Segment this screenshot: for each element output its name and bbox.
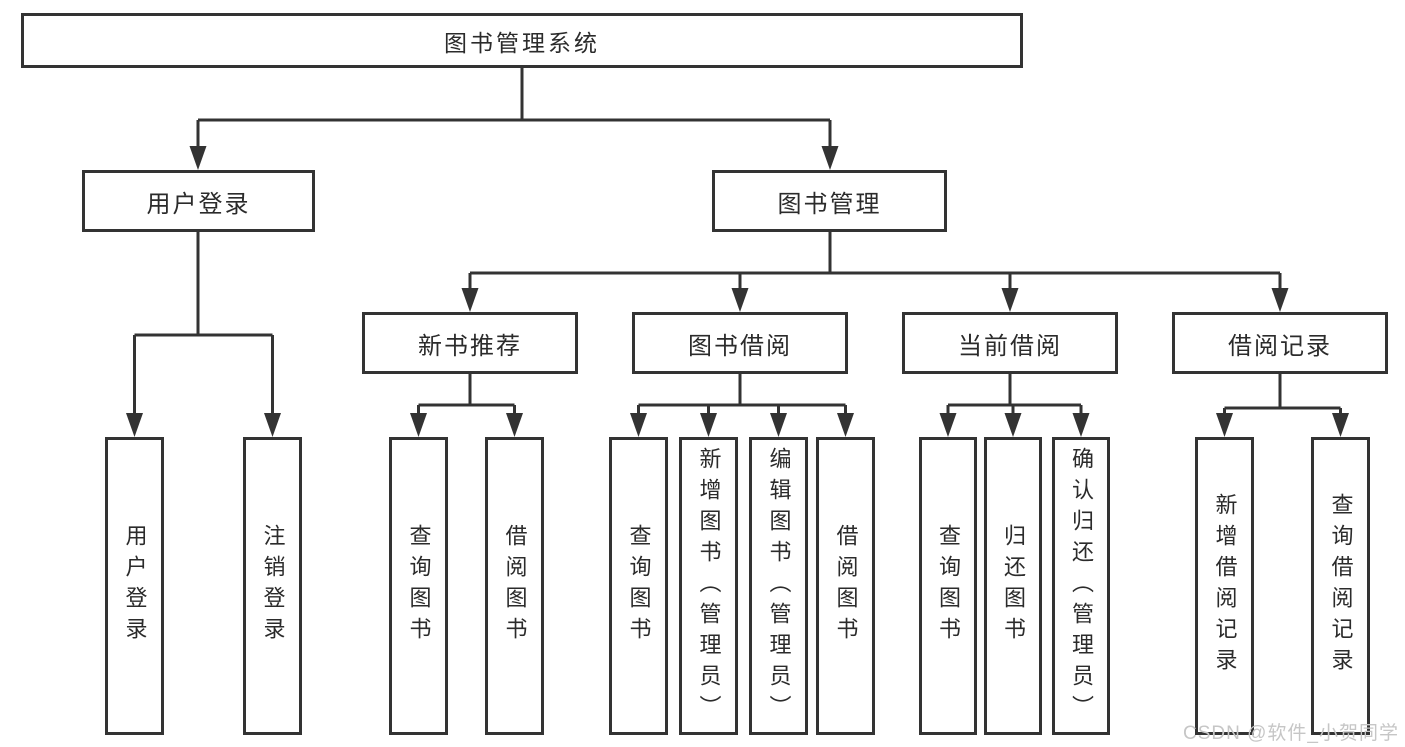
leaf-query-books-recommend: 查询图书 bbox=[389, 437, 448, 735]
node-current-borrowing: 当前借阅 bbox=[902, 312, 1118, 374]
leaf-borrow-books-recommend: 借阅图书 bbox=[485, 437, 544, 735]
leaf-logout: 注销登录 bbox=[243, 437, 302, 735]
csdn-watermark: CSDN @软件_小贺同学 bbox=[1183, 723, 1399, 744]
node-book-borrowing: 图书借阅 bbox=[632, 312, 848, 374]
node-borrowing-records: 借阅记录 bbox=[1172, 312, 1388, 374]
leaf-user-login: 用户登录 bbox=[105, 437, 164, 735]
node-label: 当前借阅 bbox=[958, 332, 1062, 360]
arrowheads bbox=[126, 146, 1349, 437]
leaf-add-books-admin: 新增图书（管理员） bbox=[679, 437, 738, 735]
node-label: 注销登录 bbox=[260, 524, 286, 648]
node-label: 图书管理系统 bbox=[444, 29, 600, 56]
node-label: 借阅记录 bbox=[1228, 332, 1332, 360]
leaf-add-borrow-record: 新增借阅记录 bbox=[1195, 437, 1254, 735]
node-label: 查询图书 bbox=[936, 524, 961, 648]
leaf-confirm-return-admin: 确认归还（管理员） bbox=[1052, 437, 1110, 735]
leaf-edit-books-admin: 编辑图书（管理员） bbox=[749, 437, 808, 735]
node-label: 查询图书 bbox=[626, 524, 652, 648]
node-label: 图书借阅 bbox=[688, 332, 792, 360]
node-label: 编辑图书（管理员） bbox=[766, 446, 792, 726]
node-label: 查询图书 bbox=[406, 524, 432, 648]
leaf-query-books-current: 查询图书 bbox=[919, 437, 977, 735]
node-label: 用户登录 bbox=[146, 190, 251, 218]
node-label: 借阅图书 bbox=[502, 524, 528, 648]
leaf-borrow-books: 借阅图书 bbox=[816, 437, 875, 735]
leaf-query-books-borrow: 查询图书 bbox=[609, 437, 668, 735]
node-new-book-recommendation: 新书推荐 bbox=[362, 312, 578, 374]
node-label: 借阅图书 bbox=[833, 524, 859, 648]
node-label: 归还图书 bbox=[1001, 524, 1026, 648]
node-label: 用户登录 bbox=[122, 524, 148, 648]
node-label: 确认归还（管理员） bbox=[1069, 446, 1094, 726]
node-book-management: 图书管理 bbox=[712, 170, 947, 232]
node-label: 新增图书（管理员） bbox=[696, 446, 722, 726]
node-user-login: 用户登录 bbox=[82, 170, 315, 232]
node-label: 新书推荐 bbox=[418, 332, 522, 360]
node-label: 图书管理 bbox=[777, 190, 882, 218]
node-library-management-system: 图书管理系统 bbox=[21, 13, 1023, 68]
node-label: 新增借阅记录 bbox=[1212, 493, 1238, 679]
leaf-return-books: 归还图书 bbox=[984, 437, 1042, 735]
node-label: 查询借阅记录 bbox=[1328, 493, 1354, 679]
leaf-query-borrow-record: 查询借阅记录 bbox=[1311, 437, 1370, 735]
